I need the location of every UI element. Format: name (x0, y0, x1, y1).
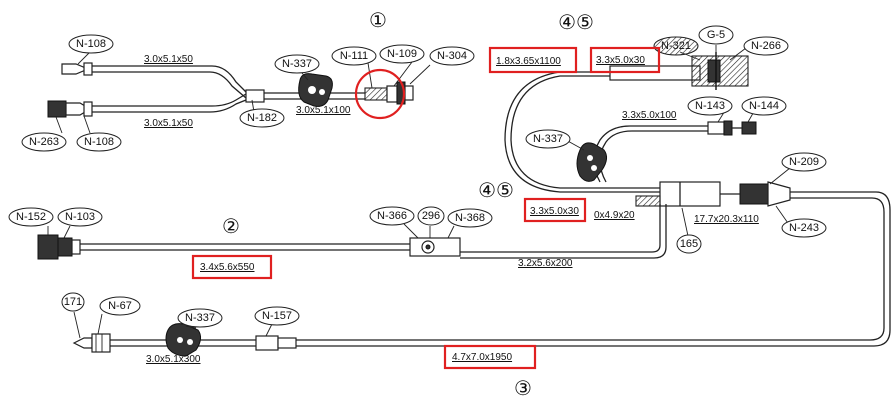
tag-n103-text: N-103 (65, 211, 95, 223)
dimension-labels: 3.0x5.1x50 3.0x5.1x50 3.0x5.1x100 1.8x3.… (144, 54, 759, 365)
tag-n304-text: N-304 (437, 50, 467, 62)
tag-296-text: 296 (422, 210, 440, 222)
marker-45-middle: ④⑤ (478, 178, 514, 202)
tag-n152-text: N-152 (16, 211, 46, 223)
tag-n103: N-103 (57, 207, 103, 227)
tag-n109: N-109 (379, 44, 425, 64)
tag-n67: N-67 (99, 296, 141, 316)
tag-n337-top-text: N-337 (282, 58, 312, 70)
highlight-loop-tube (488, 46, 578, 74)
tag-n143: N-143 (687, 96, 733, 116)
tag-171: 171 (61, 292, 85, 312)
part-tags: N-108 N-263 N-108 N-182 N-337 N-111 N-10… (8, 25, 827, 328)
top-y-assembly (47, 62, 414, 118)
tag-296: 296 (417, 206, 445, 226)
dim-chamber-inlet: 3.3x5.0x30 (530, 206, 579, 217)
tag-n243-text: N-243 (789, 222, 819, 234)
tag-n321-text: N-321 (661, 40, 691, 52)
tag-n263-text: N-263 (29, 136, 59, 148)
dim-y-outlet: 3.0x5.1x100 (296, 105, 351, 116)
tag-n321: N-321 (653, 36, 699, 56)
tag-n111-text: N-111 (340, 50, 368, 62)
tag-n209: N-209 (781, 152, 827, 172)
circled-markers: ① ④⑤ ④⑤ ② ③ (222, 8, 594, 400)
dim-drip-chamber: 17.7x20.3x110 (694, 214, 759, 225)
tag-n143-text: N-143 (695, 100, 725, 112)
dim-upper-branch: 3.0x5.1x50 (144, 54, 193, 65)
bottom-tube-assembly (72, 323, 520, 357)
tag-n263: N-263 (21, 132, 67, 152)
tag-g5: G-5 (698, 25, 734, 45)
highlights (191, 46, 661, 370)
marker-1: ① (369, 8, 387, 32)
tag-n337-top: N-337 (274, 54, 320, 74)
tag-n108-top: N-108 (68, 34, 114, 54)
tag-n266-text: N-266 (751, 40, 781, 52)
tag-n209-text: N-209 (789, 156, 819, 168)
tag-n144: N-144 (741, 96, 787, 116)
tag-n67-text: N-67 (108, 300, 132, 312)
tag-n144-text: N-144 (749, 100, 779, 112)
highlight-chamber-inlet (523, 197, 587, 223)
tag-n337-bottom-text: N-337 (185, 312, 215, 324)
dim-side-line: 3.3x5.0x100 (622, 110, 677, 121)
dim-loop-tube: 1.8x3.65x1100 (496, 56, 561, 67)
dim-small-part: 0x4.9x20 (594, 210, 635, 221)
tag-n109-text: N-109 (387, 48, 417, 60)
tag-n337-bottom: N-337 (177, 308, 223, 328)
tag-165: 165 (676, 234, 702, 254)
tag-n157-text: N-157 (262, 310, 292, 322)
tag-n368: N-368 (447, 208, 493, 228)
dim-lower-branch: 3.0x5.1x50 (144, 118, 193, 129)
tag-n108-bottom-text: N-108 (84, 136, 114, 148)
highlight-circle-valve (354, 68, 406, 120)
tag-n366-text: N-366 (377, 210, 407, 222)
tag-165-text: 165 (680, 238, 698, 250)
tag-n266: N-266 (743, 36, 789, 56)
tag-n337-loop: N-337 (525, 129, 571, 149)
tag-n337-loop-text: N-337 (533, 133, 563, 145)
tag-n182: N-182 (239, 108, 285, 128)
tag-n152: N-152 (8, 207, 54, 227)
tag-n111: N-111 (331, 46, 377, 66)
tag-n157: N-157 (254, 306, 300, 326)
highlight-manifold-inlet (589, 46, 661, 74)
dim-bottom-main: 4.7x7.0x1950 (452, 352, 512, 363)
marker-2: ② (222, 214, 240, 238)
dim-middle-right: 3.2x5.6x200 (518, 258, 573, 269)
dim-middle-tube: 3.4x5.6x550 (200, 262, 255, 273)
marker-45-top: ④⑤ (558, 10, 594, 34)
tag-n108-top-text: N-108 (76, 38, 106, 50)
tag-n243: N-243 (781, 218, 827, 238)
middle-tube-assembly (37, 234, 461, 260)
tag-g5-text: G-5 (707, 29, 725, 41)
top-right-assembly (460, 52, 891, 347)
tag-171-text: 171 (64, 296, 82, 308)
highlight-bottom-main (443, 344, 537, 370)
tag-n182-text: N-182 (247, 112, 277, 124)
dim-manifold-inlet: 3.3x5.0x30 (596, 55, 645, 66)
tag-n368-text: N-368 (455, 212, 485, 224)
tag-n304: N-304 (429, 46, 475, 66)
dim-bottom-left: 3.0x5.1x300 (146, 354, 201, 365)
marker-3: ③ (514, 376, 532, 400)
tag-n108-bottom: N-108 (76, 132, 122, 152)
tag-n366: N-366 (369, 206, 415, 226)
highlight-middle-tube (191, 254, 273, 280)
